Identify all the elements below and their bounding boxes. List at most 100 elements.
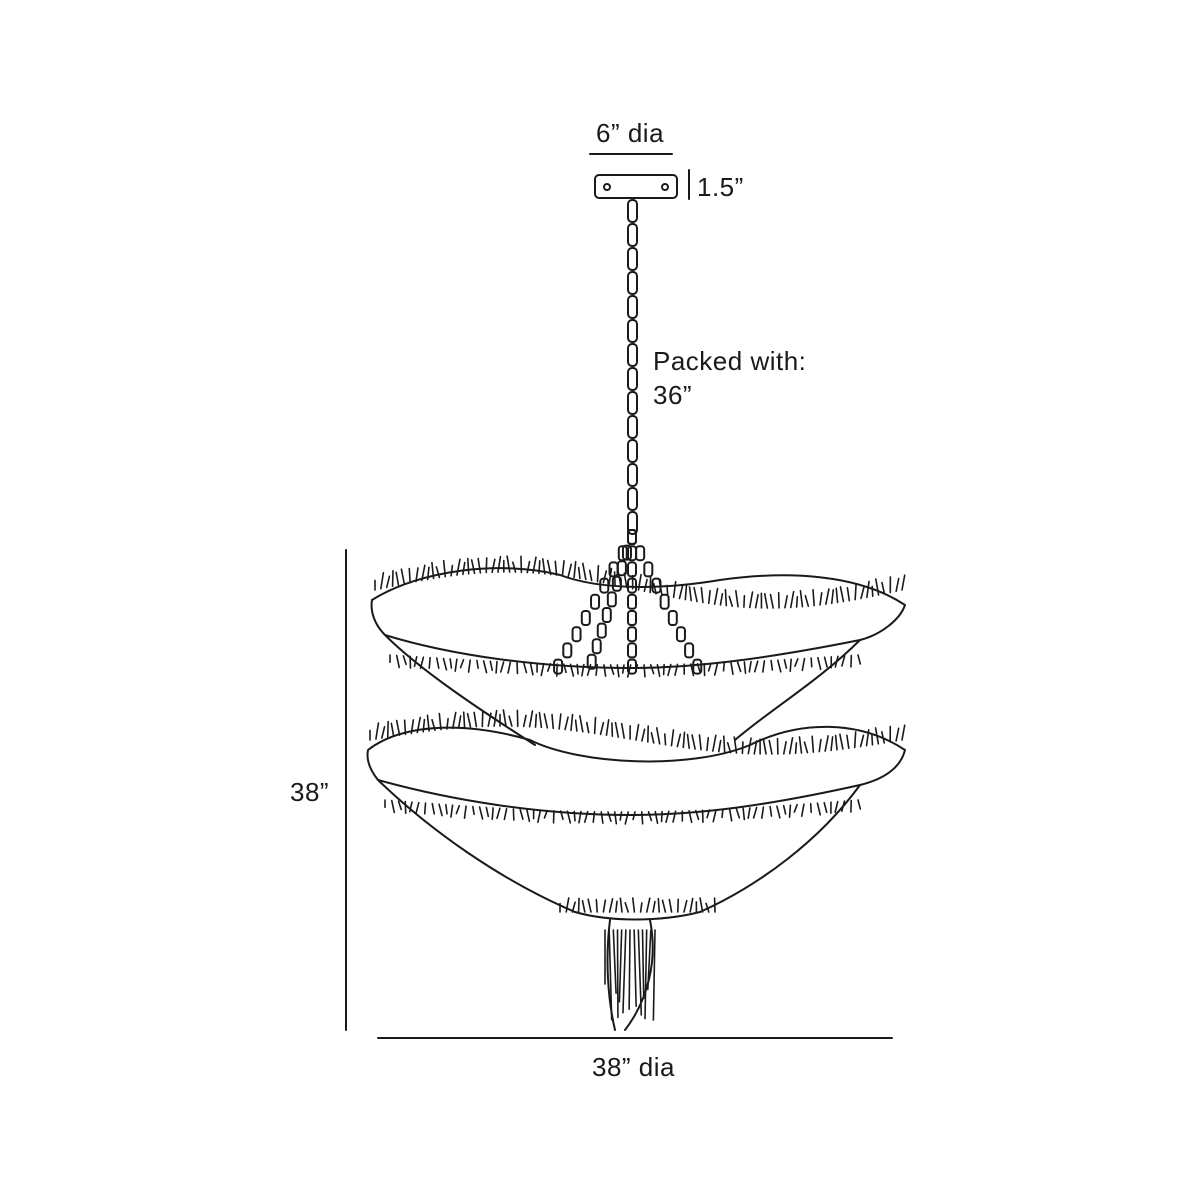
fringe-strand bbox=[688, 586, 693, 602]
strut-link bbox=[651, 577, 662, 594]
fringe-strand bbox=[395, 654, 401, 669]
fringe-strand bbox=[857, 799, 862, 810]
fringe-strand bbox=[397, 800, 403, 811]
fringe-strand bbox=[726, 742, 732, 754]
fringe-strand bbox=[768, 739, 773, 755]
fringe-strand bbox=[450, 564, 454, 577]
fringe-strand bbox=[719, 593, 724, 606]
fringe-strand bbox=[793, 803, 798, 813]
fringe-strand bbox=[445, 803, 448, 815]
fringe-strand bbox=[421, 564, 426, 582]
fringe-strand bbox=[901, 724, 906, 741]
fringe-strand bbox=[546, 559, 552, 576]
fringe-strand bbox=[467, 557, 470, 575]
strut-link bbox=[621, 544, 632, 561]
fringe-strand bbox=[690, 663, 695, 677]
fringe-strand bbox=[502, 709, 507, 727]
fringe-strand bbox=[472, 805, 475, 816]
fringe-strand bbox=[470, 559, 476, 575]
fringe-strand bbox=[693, 586, 698, 603]
lower-shade bbox=[366, 709, 906, 921]
fringe-strand bbox=[537, 809, 542, 824]
fringe-strand bbox=[446, 717, 449, 730]
fringe-strand bbox=[613, 811, 618, 825]
fringe-strand bbox=[385, 575, 391, 589]
fringe-strand bbox=[819, 592, 823, 606]
fringe-strand bbox=[538, 559, 541, 575]
fringe-strand bbox=[754, 594, 759, 609]
fringe-strand bbox=[381, 726, 386, 739]
fringe-strand bbox=[499, 661, 505, 673]
fringe-strand bbox=[467, 659, 472, 673]
strut-link bbox=[627, 529, 637, 545]
fringe-strand bbox=[860, 586, 865, 600]
fringe-strand bbox=[743, 594, 746, 608]
fringe-strand bbox=[857, 654, 862, 665]
fringe-strand bbox=[395, 719, 401, 737]
fringe-strand bbox=[647, 811, 653, 822]
fringe-strand bbox=[784, 594, 789, 609]
fringe-strand bbox=[782, 804, 787, 815]
strut-link bbox=[606, 591, 617, 608]
fringe-strand bbox=[656, 663, 661, 678]
fringe-strand bbox=[818, 738, 822, 753]
fringe-strand bbox=[762, 660, 766, 673]
fringe-strand bbox=[564, 716, 569, 731]
fringe-strand bbox=[455, 804, 461, 815]
fringe-strand bbox=[542, 558, 546, 575]
fringe-strand bbox=[637, 929, 643, 1016]
fringe-strand bbox=[576, 663, 579, 675]
fringe-strand bbox=[512, 561, 517, 573]
fringe-strand bbox=[804, 594, 810, 607]
fringe-strand bbox=[696, 663, 702, 674]
fringe-strand bbox=[491, 558, 496, 574]
fringe-strand bbox=[695, 809, 700, 821]
fringe-strand bbox=[650, 731, 655, 744]
fringe-strand bbox=[586, 663, 592, 676]
fringe-strand bbox=[776, 659, 782, 673]
fringe-strand bbox=[728, 595, 733, 607]
fringe-strand bbox=[577, 566, 581, 580]
fringe-strand bbox=[476, 659, 479, 670]
fringe-strand bbox=[616, 664, 620, 678]
fringe-strand bbox=[846, 734, 850, 750]
strut-link bbox=[616, 560, 627, 577]
strut-link bbox=[571, 626, 582, 643]
fringe-strand bbox=[854, 583, 857, 601]
fringe-strand bbox=[473, 711, 478, 728]
fringe-strand bbox=[413, 655, 418, 668]
fringe-strand bbox=[451, 711, 457, 730]
fringe-strand bbox=[881, 581, 886, 595]
fringe-strand bbox=[640, 811, 644, 825]
fringe-strand bbox=[489, 660, 494, 671]
fringe-strand bbox=[846, 586, 851, 602]
fringe-strand bbox=[706, 809, 711, 819]
fringe-strand bbox=[866, 580, 870, 599]
fringe-strand bbox=[595, 898, 599, 913]
fringe-strand bbox=[431, 802, 436, 815]
fringe-strand bbox=[874, 727, 880, 745]
fringe-strand bbox=[700, 586, 704, 604]
fringe-strand bbox=[644, 929, 648, 1020]
fringe-strand bbox=[574, 719, 578, 732]
fringe-strand bbox=[763, 592, 769, 609]
fringe-strand bbox=[645, 897, 651, 913]
fringe-strand bbox=[865, 728, 870, 747]
strut-link bbox=[627, 626, 637, 643]
fringe-strand bbox=[442, 657, 448, 671]
fringe-strand bbox=[769, 805, 773, 817]
fringe-strand bbox=[655, 727, 661, 745]
fringe-strand bbox=[840, 800, 846, 812]
fringe-strand bbox=[647, 929, 652, 991]
fringe-strand bbox=[559, 810, 564, 821]
fringe-strand bbox=[783, 658, 788, 669]
fringe-strand bbox=[587, 898, 592, 913]
fringe-strand bbox=[735, 589, 739, 608]
fringe-strand bbox=[834, 655, 839, 668]
fringe-strand bbox=[789, 658, 792, 673]
fringe-strand bbox=[578, 810, 582, 824]
fringe-strand bbox=[800, 803, 805, 817]
fringe-strand bbox=[462, 711, 466, 729]
fringe-strand bbox=[834, 800, 839, 814]
fringe-strand bbox=[581, 663, 585, 677]
